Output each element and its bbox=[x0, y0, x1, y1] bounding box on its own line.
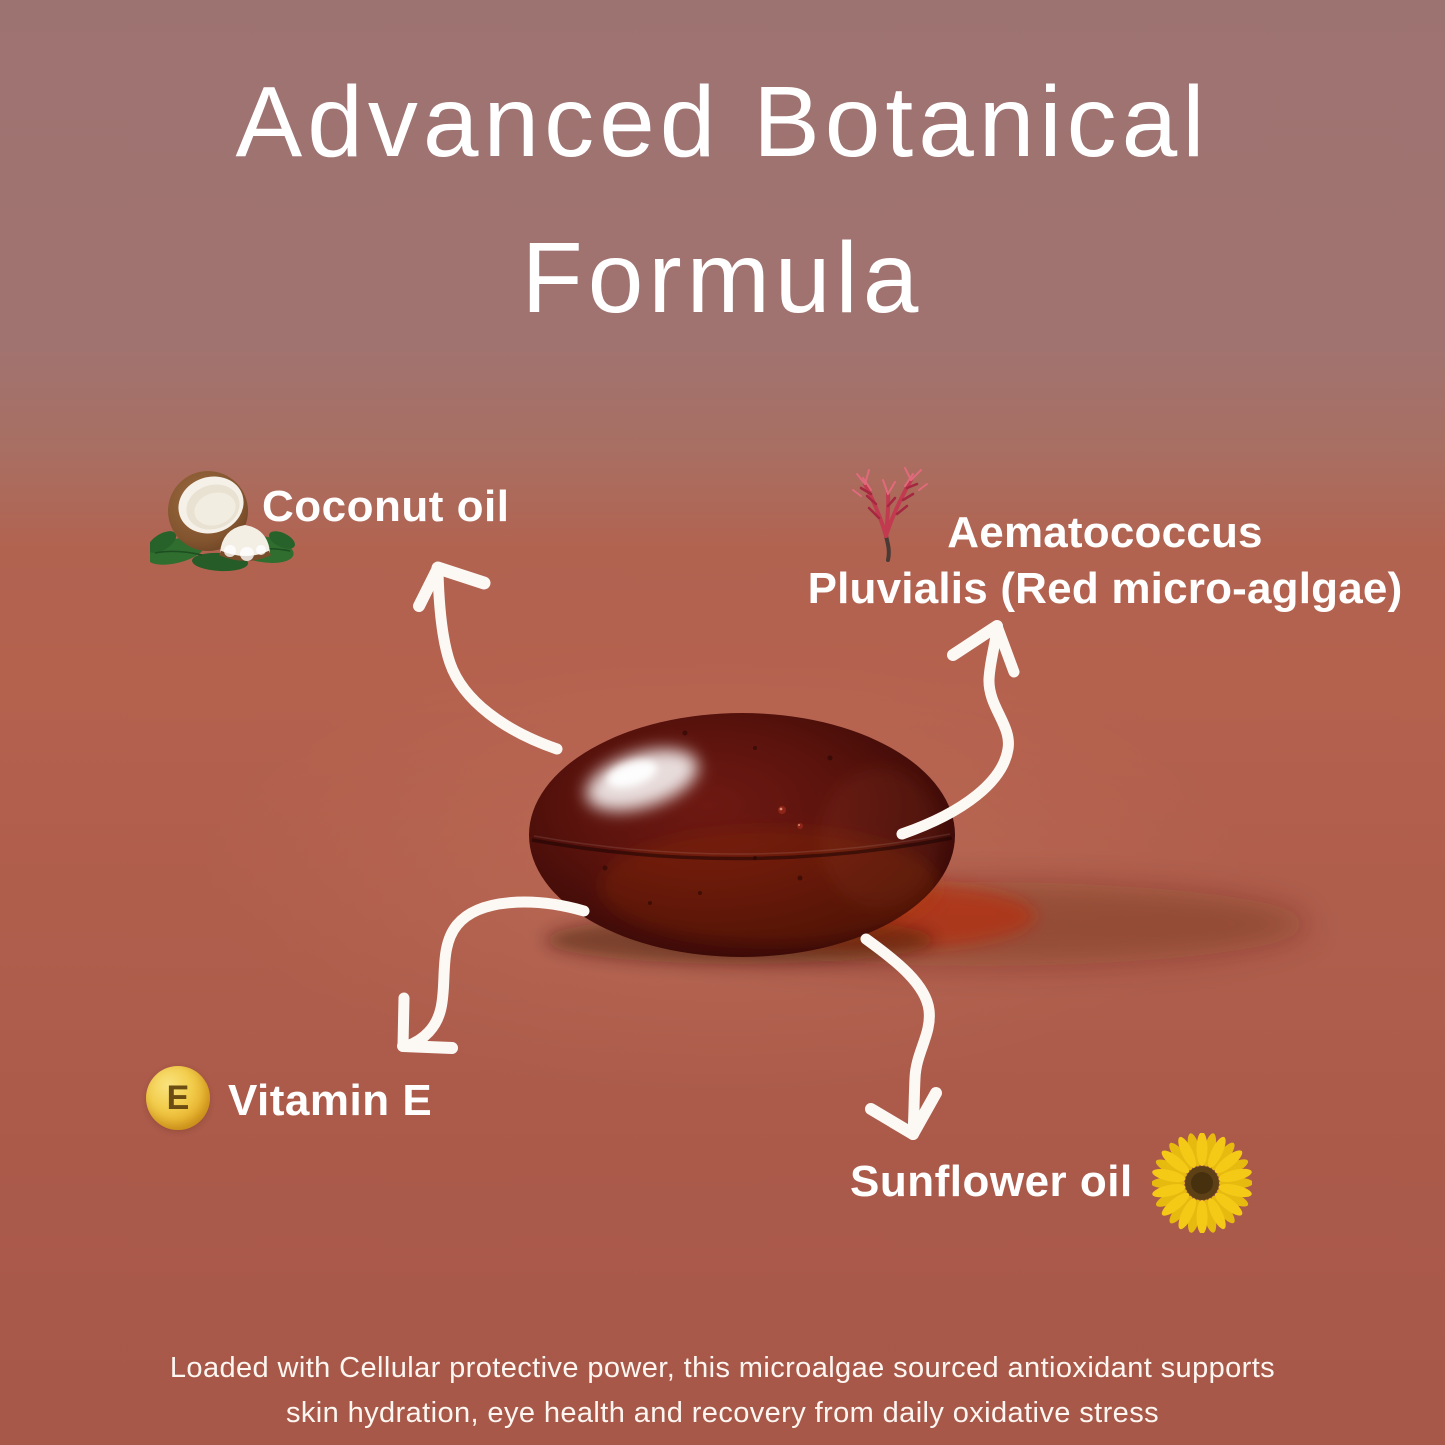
capsule-highlight-core bbox=[606, 760, 658, 788]
sunflower-petals-inner bbox=[1152, 1133, 1252, 1233]
page-title-line1: Advanced Botanical bbox=[235, 66, 1210, 178]
vitamin-e-label: Vitamin E bbox=[228, 1076, 433, 1125]
sunflower-petals-outer bbox=[1152, 1133, 1252, 1233]
arrow-to-vitamin-e bbox=[397, 896, 590, 1054]
sunflower-center-core bbox=[1191, 1172, 1213, 1194]
coconut-half bbox=[168, 471, 248, 551]
red-algae-icon bbox=[852, 467, 928, 562]
footer-line1: Loaded with Cellular protective power, t… bbox=[169, 1352, 1276, 1384]
capsule-right-sheen bbox=[820, 768, 940, 908]
arrow-to-coconut-oil bbox=[413, 561, 563, 755]
sunflower-oil-label: Sunflower oil bbox=[850, 1157, 1133, 1206]
capsule-bubbles bbox=[778, 806, 803, 829]
vitamin-e-badge-letter: E bbox=[166, 1078, 190, 1117]
capsule-seam bbox=[531, 836, 953, 861]
vitamin-e-badge-icon: E bbox=[146, 1066, 210, 1130]
page-title: Advanced Botanical Formula bbox=[0, 44, 1445, 356]
capsule-speckles bbox=[602, 730, 833, 905]
capsule-seam-highlight bbox=[533, 833, 951, 855]
arrow-to-sunflower-oil bbox=[860, 933, 942, 1140]
red-algae-label-line1: Aematococcus bbox=[947, 508, 1263, 557]
sunflower-icon bbox=[1152, 1133, 1252, 1233]
coconut-icon bbox=[150, 471, 295, 572]
softgel-capsule-image bbox=[529, 713, 1310, 966]
arrow-to-red-algae bbox=[896, 620, 1020, 840]
page-title-line2: Formula bbox=[521, 222, 924, 334]
footer-line2: skin hydration, eye health and recovery … bbox=[285, 1397, 1160, 1429]
coconut-wedge bbox=[219, 525, 272, 561]
red-algae-label: Aematococcus Pluvialis (Red micro-aglgae… bbox=[765, 505, 1445, 617]
footer-description: Loaded with Cellular protective power, t… bbox=[0, 1346, 1445, 1436]
coconut-oil-label: Coconut oil bbox=[262, 482, 510, 531]
red-algae-label-line2: Pluvialis (Red micro-aglgae) bbox=[807, 564, 1403, 613]
